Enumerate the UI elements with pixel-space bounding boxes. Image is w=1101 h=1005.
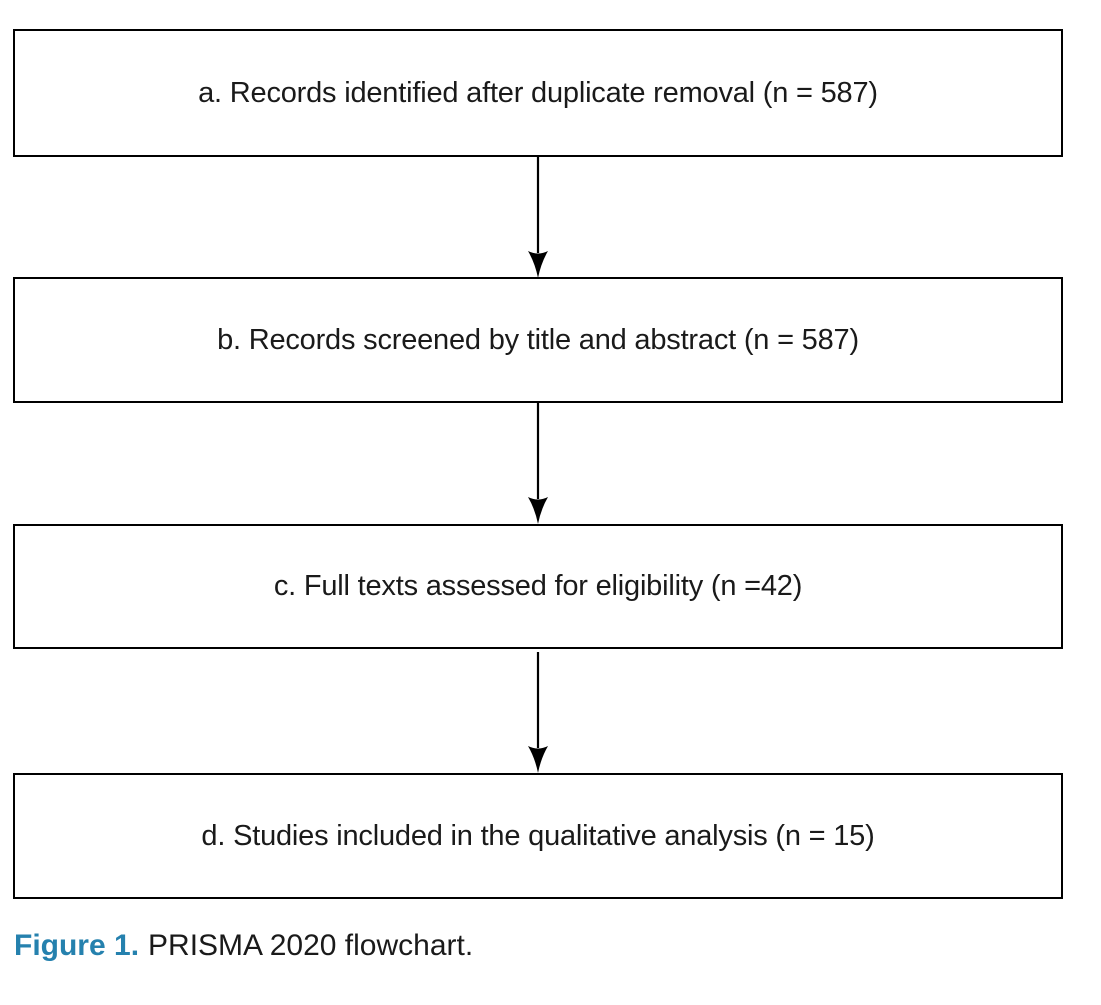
flow-box-label: c. Full texts assessed for eligibility (… [273, 570, 803, 602]
flow-box-label: d. Studies included in the qualitative a… [201, 819, 875, 852]
figure-caption: Figure 1.PRISMA 2020 flowchart. [14, 929, 473, 963]
figure-caption-number: Figure 1. [14, 929, 140, 962]
down-arrow-icon [528, 157, 548, 278]
flow-box-label: a. Records identified after duplicate re… [198, 76, 878, 109]
flow-box-records-screened: b. Records screened by title and abstrac… [13, 277, 1063, 403]
flow-box-studies-included: d. Studies included in the qualitative a… [13, 773, 1063, 899]
down-arrow-icon [528, 403, 548, 524]
flow-box-label: b. Records screened by title and abstrac… [217, 323, 859, 356]
flow-box-records-identified: a. Records identified after duplicate re… [13, 29, 1063, 157]
down-arrow-icon [528, 652, 548, 773]
figure-caption-text: PRISMA 2020 flowchart. [148, 929, 474, 962]
flow-box-full-texts-assessed: c. Full texts assessed for eligibility (… [13, 524, 1063, 649]
